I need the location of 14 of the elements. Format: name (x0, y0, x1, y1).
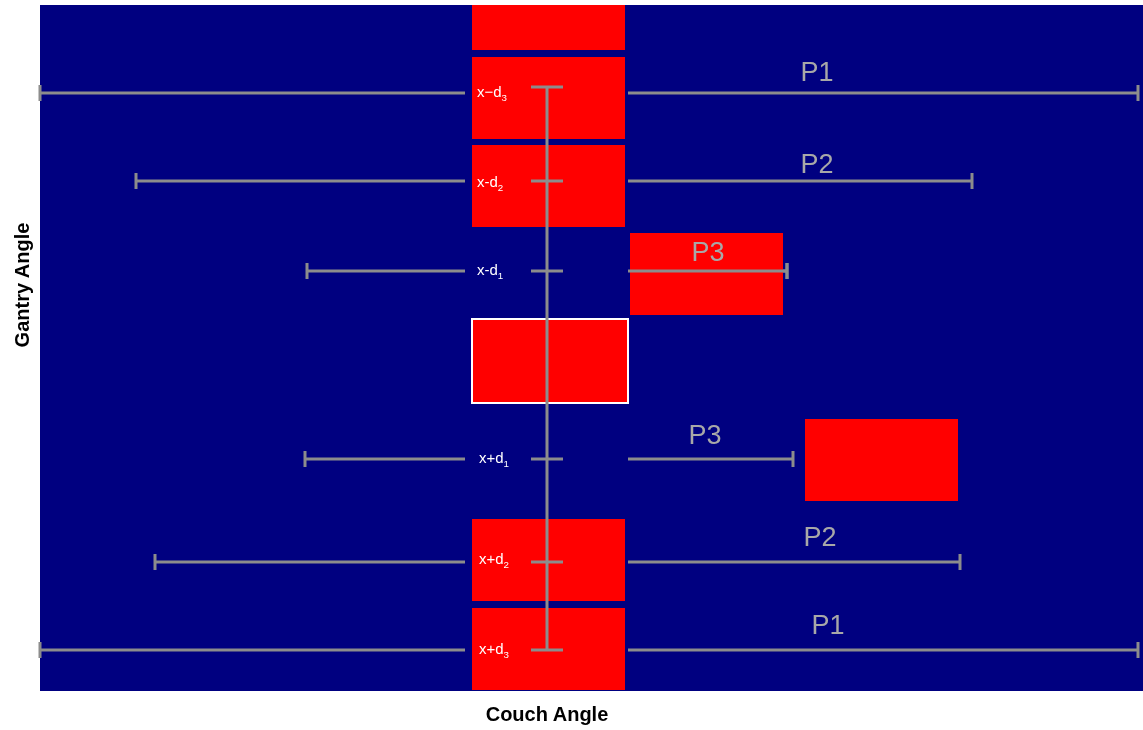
position-label: x-d$_{1}$ (477, 261, 504, 281)
beam-label: P2 (803, 523, 837, 551)
beam-label: P1 (800, 58, 834, 86)
axis-label: Couch Angle (485, 704, 609, 724)
beam-label: P2 (800, 150, 834, 178)
position-label: x-d$_{2}$ (477, 173, 504, 193)
beam-label: P1 (811, 611, 845, 639)
beam-label: P3 (691, 238, 725, 266)
axis-label: Gantry Angle (12, 222, 32, 348)
position-label: x−d$_{3}$ (477, 83, 508, 103)
position-label: x+d$_{3}$ (479, 640, 510, 660)
position-label: x+d$_{2}$ (479, 550, 510, 570)
beam-label: P3 (688, 421, 722, 449)
position-label: x+d$_{1}$ (479, 449, 510, 469)
